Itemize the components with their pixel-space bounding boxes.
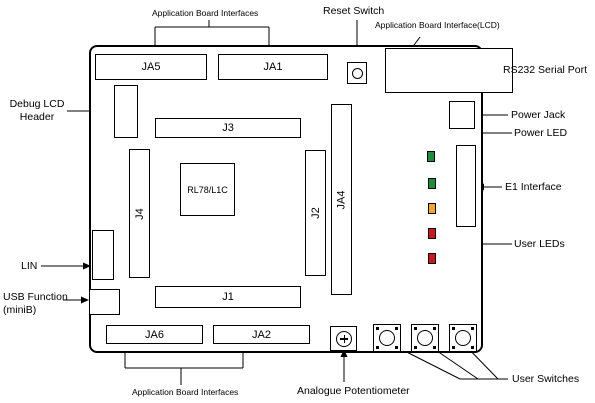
app-board-interfaces-top-label: Application Board Interfaces	[152, 8, 259, 18]
ja2-connector: JA2	[213, 325, 310, 344]
j2-label: J2	[309, 207, 322, 219]
ja6-label: JA6	[145, 328, 164, 341]
reset-switch-knob	[351, 67, 363, 79]
j1-connector: J1	[155, 286, 301, 308]
user-switch-2[interactable]	[411, 324, 439, 352]
analogue-potentiometer-label: Analogue Potentiometer	[297, 385, 410, 397]
e1-interface-label: E1 Interface	[505, 181, 562, 193]
j1-label: J1	[222, 291, 234, 303]
ja2-label: JA2	[252, 328, 271, 341]
rs232-label: RS232 Serial Port	[503, 64, 588, 76]
reset-switch[interactable]	[347, 62, 367, 84]
j2-connector: J2	[305, 150, 326, 276]
corner-dot	[471, 327, 474, 330]
ja4-connector: JA4	[331, 104, 352, 295]
j4-connector: J4	[129, 149, 150, 278]
corner-dot	[433, 346, 436, 349]
corner-dot	[376, 327, 379, 330]
user-led-orange	[428, 203, 436, 214]
debug-lcd-header	[114, 85, 138, 138]
analogue-potentiometer[interactable]	[330, 326, 357, 351]
corner-dot	[433, 327, 436, 330]
user-switch-1-button	[379, 330, 395, 346]
corner-dot	[414, 346, 417, 349]
j3-connector: J3	[155, 118, 301, 138]
usb-function-label: USB Function (miniB)	[3, 291, 68, 316]
corner-dot	[471, 346, 474, 349]
e1-interface-connector	[456, 145, 476, 227]
reset-switch-label: Reset Switch	[323, 5, 385, 17]
ja5-connector: JA5	[95, 54, 207, 80]
user-led-green	[428, 178, 436, 189]
corner-dot	[395, 327, 398, 330]
corner-dot	[452, 327, 455, 330]
user-switch-3-button	[455, 330, 471, 346]
ja1-label: JA1	[263, 61, 283, 73]
ja5-label: JA5	[141, 61, 161, 73]
usb-connector	[89, 289, 120, 315]
power-led-label: Power LED	[514, 127, 568, 139]
mcu-label: RL78/L1C	[187, 184, 228, 195]
j4-label: J4	[133, 207, 146, 220]
mcu-chip: RL78/L1C	[180, 163, 235, 216]
corner-dot	[452, 346, 455, 349]
lin-connector	[92, 230, 114, 280]
power-led	[427, 151, 435, 162]
user-switch-3[interactable]	[449, 324, 477, 352]
potentiometer-knob	[336, 331, 352, 347]
power-jack	[449, 101, 475, 129]
power-jack-label: Power Jack	[511, 109, 566, 121]
user-switch-2-button	[417, 330, 433, 346]
user-switch-1[interactable]	[373, 324, 401, 352]
j3-label: J3	[222, 122, 234, 134]
rs232-connector	[385, 48, 513, 93]
app-board-lcd-label: Application Board Interface(LCD)	[375, 20, 500, 30]
user-leds-label: User LEDs	[514, 238, 565, 250]
ja1-connector: JA1	[218, 54, 328, 80]
user-switches-label: User Switches	[512, 373, 580, 385]
ja6-connector: JA6	[106, 325, 203, 344]
corner-dot	[414, 327, 417, 330]
corner-dot	[376, 346, 379, 349]
user-led-red-1	[428, 228, 436, 239]
debug-lcd-header-label: Debug LCD Header	[9, 98, 65, 123]
ja4-label: JA4	[335, 190, 348, 209]
app-board-interfaces-bottom-label: Application Board Interfaces	[132, 387, 239, 397]
potentiometer-cross-icon-v	[343, 334, 345, 343]
user-led-red-2	[428, 253, 436, 264]
lin-label: LIN	[21, 260, 38, 272]
corner-dot	[395, 346, 398, 349]
